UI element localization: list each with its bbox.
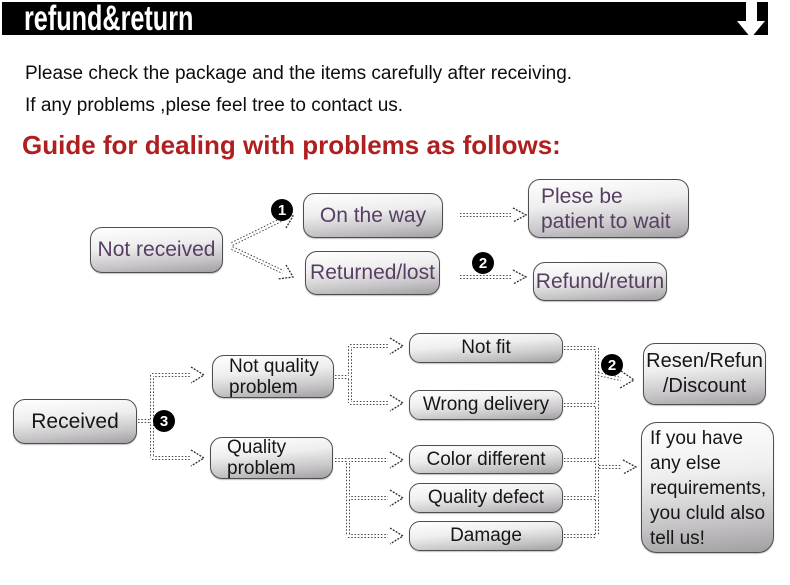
step-3-badge: 3: [153, 410, 175, 432]
connector-outcomes-merge: [564, 346, 599, 538]
down-arrow-head: [737, 21, 765, 38]
node-not-received: Not received: [90, 227, 223, 273]
intro-line-2: If any problems ,plese feel tree to cont…: [25, 95, 404, 116]
node-not-quality-problem: Not quality problem: [212, 355, 334, 398]
header-bar: refund&return: [2, 0, 768, 38]
connector-returned-lost-to-refund-return: [460, 269, 528, 285]
node-refund-return: Refund/return: [533, 262, 667, 301]
page-title: refund&return: [24, 0, 194, 38]
node-patient-wait: Plese be patient to wait: [528, 179, 689, 238]
node-not-fit: Not fit: [409, 333, 563, 363]
intro-line-1: Please check the package and the items c…: [25, 63, 573, 84]
connector-quality-split: [335, 451, 405, 545]
node-wrong-delivery: Wrong delivery: [409, 390, 563, 420]
step-2-badge-bottom: 2: [601, 354, 623, 376]
node-resend-refund-discount: Resen/Refun /Discount: [643, 343, 766, 405]
connector-on-the-way-to-patient-wait: [460, 207, 528, 223]
node-color-different: Color different: [409, 445, 563, 474]
guide-heading: Guide for dealing with problems as follo…: [22, 130, 561, 160]
node-damage: Damage: [409, 521, 563, 551]
node-returned-lost: Returned/lost: [305, 251, 440, 295]
down-arrow-stem: [746, 0, 757, 21]
node-quality-defect: Quality defect: [409, 483, 563, 513]
node-more-requirements: If you have any else requirements, you c…: [641, 422, 774, 553]
step-2-badge: 2: [472, 252, 494, 274]
node-on-the-way: On the way: [303, 193, 443, 238]
connector-not-quality-split: [335, 337, 405, 412]
step-1-badge: 1: [271, 199, 293, 221]
connector-not-received-to-returned-lost: [231, 246, 295, 280]
node-quality-problem: Quality problem: [210, 437, 333, 479]
connector-merge-to-requirements: [599, 459, 638, 475]
node-received: Received: [13, 399, 137, 444]
